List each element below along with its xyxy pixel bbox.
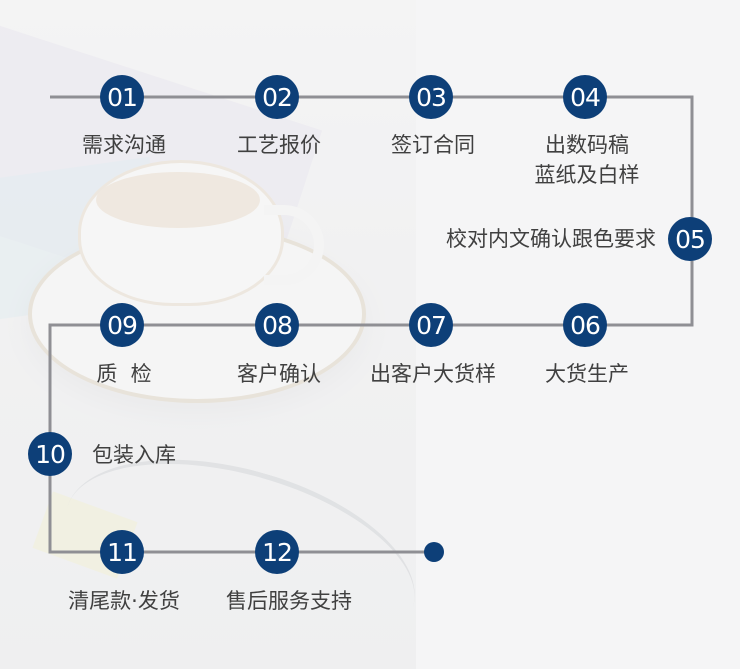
step-10-badge: 10 <box>28 432 72 476</box>
step-08-number: 08 <box>262 310 293 340</box>
step-12-badge: 12 <box>255 530 299 574</box>
step-04-number: 04 <box>570 82 601 112</box>
step-04-label: 出数码稿 蓝纸及白样 <box>535 131 640 189</box>
step-03-label: 签订合同 <box>391 133 475 157</box>
step-06-label: 大货生产 <box>545 362 629 386</box>
step-10-number: 10 <box>35 439 66 469</box>
step-10-label: 包装入库 <box>92 443 176 467</box>
step-04-label-line1: 出数码稿 <box>545 133 629 157</box>
step-06-number: 06 <box>570 310 601 340</box>
step-05-badge: 05 <box>668 217 712 261</box>
step-02-badge: 02 <box>255 75 299 119</box>
step-09-number: 09 <box>107 310 138 340</box>
step-02-label: 工艺报价 <box>237 133 321 157</box>
step-12-number: 12 <box>262 537 293 567</box>
path-end-dot <box>424 542 444 562</box>
step-03-number: 03 <box>416 82 447 112</box>
step-11-label: 清尾款·发货 <box>68 589 180 613</box>
step-09-label: 质 检 <box>96 362 152 386</box>
step-11-number: 11 <box>107 537 138 567</box>
step-01-badge: 01 <box>100 75 144 119</box>
step-05-label: 校对内文确认跟色要求 <box>446 227 656 251</box>
step-09-badge: 09 <box>100 303 144 347</box>
step-08-badge: 08 <box>255 303 299 347</box>
step-07-badge: 07 <box>409 303 453 347</box>
step-03-badge: 03 <box>409 75 453 119</box>
step-12-label: 售后服务支持 <box>226 589 352 613</box>
background-veil <box>0 0 416 669</box>
step-02-number: 02 <box>262 82 293 112</box>
background-photo <box>0 0 416 669</box>
step-07-number: 07 <box>416 310 447 340</box>
step-01-number: 01 <box>107 82 138 112</box>
step-06-badge: 06 <box>563 303 607 347</box>
step-05-number: 05 <box>675 224 706 254</box>
step-01-label: 需求沟通 <box>82 133 166 157</box>
step-04-badge: 04 <box>563 75 607 119</box>
step-11-badge: 11 <box>100 530 144 574</box>
step-07-label: 出客户大货样 <box>370 362 496 386</box>
step-04-label-line2: 蓝纸及白样 <box>534 163 640 187</box>
step-08-label: 客户确认 <box>237 362 321 386</box>
